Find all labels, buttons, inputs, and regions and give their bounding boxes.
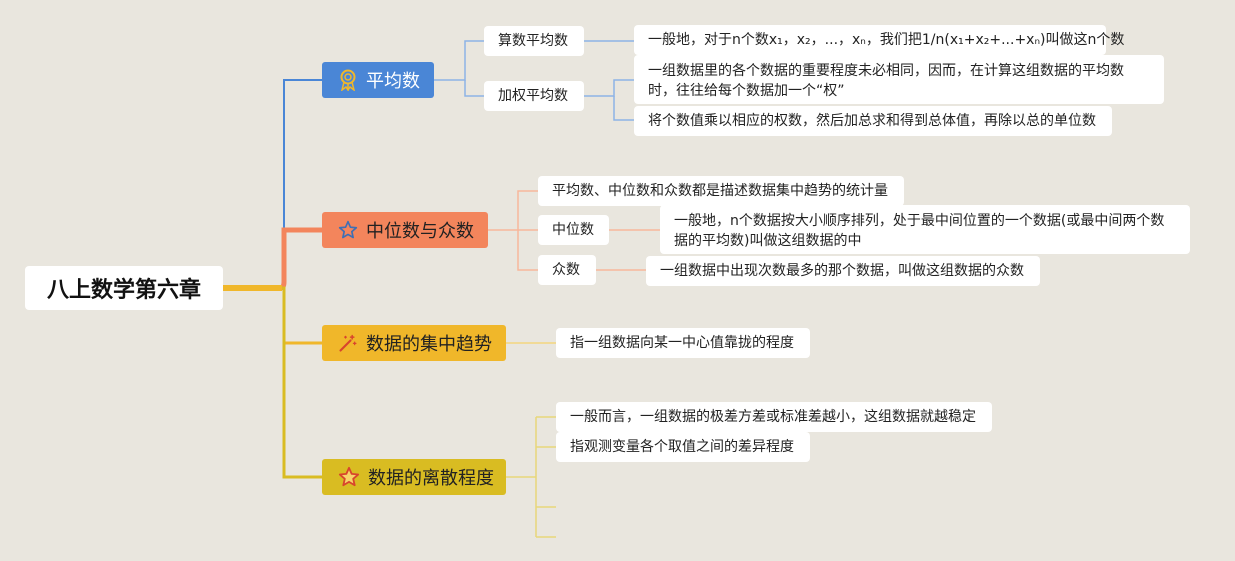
detail-dispersion-definition[interactable]: 指观测变量各个取值之间的差异程度 <box>556 432 810 462</box>
star-icon <box>338 466 360 487</box>
detail-arithmetic-mean[interactable]: 一般地，对于n个数x₁，x₂，...，xₙ，我们把1/n(x₁+x₂+...+x… <box>634 25 1124 55</box>
detail-median[interactable]: 一般地，n个数据按大小顺序排列，处于最中间位置的一个数据(或最中间两个数据的平均… <box>660 205 1190 254</box>
star-outline-icon <box>338 220 358 239</box>
ribbon-medal-icon <box>340 69 356 91</box>
sub-topic-median[interactable]: 中位数 <box>538 215 609 245</box>
sub-topic-weighted-mean[interactable]: 加权平均数 <box>484 81 584 111</box>
magic-wand-icon <box>339 334 357 352</box>
branch-mean[interactable]: 平均数 <box>322 62 434 98</box>
branch-median-mode[interactable]: 中位数与众数 <box>322 212 488 248</box>
branch-label: 中位数与众数 <box>366 221 474 242</box>
branch-label: 数据的集中趋势 <box>366 334 492 355</box>
detail-weighted-mean-2[interactable]: 将个数值乘以相应的权数，然后加总求和得到总体值，再除以总的单位数 <box>634 106 1112 136</box>
branch-central-tendency[interactable]: 数据的集中趋势 <box>322 325 506 361</box>
root-topic[interactable]: 八上数学第六章 <box>25 266 223 310</box>
branch-label: 平均数 <box>366 71 420 92</box>
sub-topic-mode[interactable]: 众数 <box>538 255 596 285</box>
detail-dispersion-stability[interactable]: 一般而言，一组数据的极差方差或标准差越小，这组数据就越稳定 <box>556 402 992 432</box>
detail-central-tendency[interactable]: 指一组数据向某一中心值靠拢的程度 <box>556 328 810 358</box>
sub-topic-arithmetic-mean[interactable]: 算数平均数 <box>484 26 584 56</box>
branch-label: 数据的离散程度 <box>368 468 494 489</box>
detail-mode[interactable]: 一组数据中出现次数最多的那个数据，叫做这组数据的众数 <box>646 256 1040 286</box>
branch-dispersion[interactable]: 数据的离散程度 <box>322 459 506 495</box>
detail-weighted-mean-1[interactable]: 一组数据里的各个数据的重要程度未必相同，因而，在计算这组数据的平均数时，往往给每… <box>634 55 1164 104</box>
note-central-tendency-measures[interactable]: 平均数、中位数和众数都是描述数据集中趋势的统计量 <box>538 176 904 206</box>
